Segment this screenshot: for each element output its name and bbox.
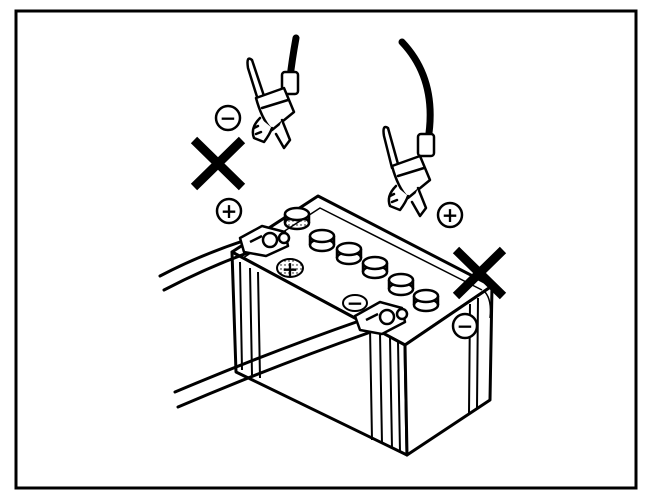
x-mark-icon (190, 136, 246, 191)
svg-text:−: − (457, 314, 474, 338)
x-mark-icon (452, 246, 507, 300)
svg-text:−: − (347, 291, 364, 315)
battery-plus-marking: + (276, 257, 304, 281)
svg-text:+: + (221, 199, 238, 223)
negative-terminal-clamp (353, 300, 409, 336)
svg-text:+: + (442, 203, 459, 227)
positive-terminal-clamp (238, 224, 291, 258)
plus-symbol-right-clamp: + (436, 201, 464, 229)
minus-symbol-battery: − (451, 312, 479, 340)
minus-symbol-left-clamp: − (214, 104, 242, 132)
battery-minus-marking: − (342, 291, 368, 315)
connected-cables (158, 238, 370, 409)
battery-cell-caps (283, 206, 440, 313)
svg-text:−: − (220, 106, 237, 130)
left-jumper-clamp (246, 34, 300, 150)
right-jumper-clamp (382, 38, 436, 218)
svg-text:+: + (282, 257, 299, 281)
plus-symbol-battery: + (215, 197, 243, 225)
